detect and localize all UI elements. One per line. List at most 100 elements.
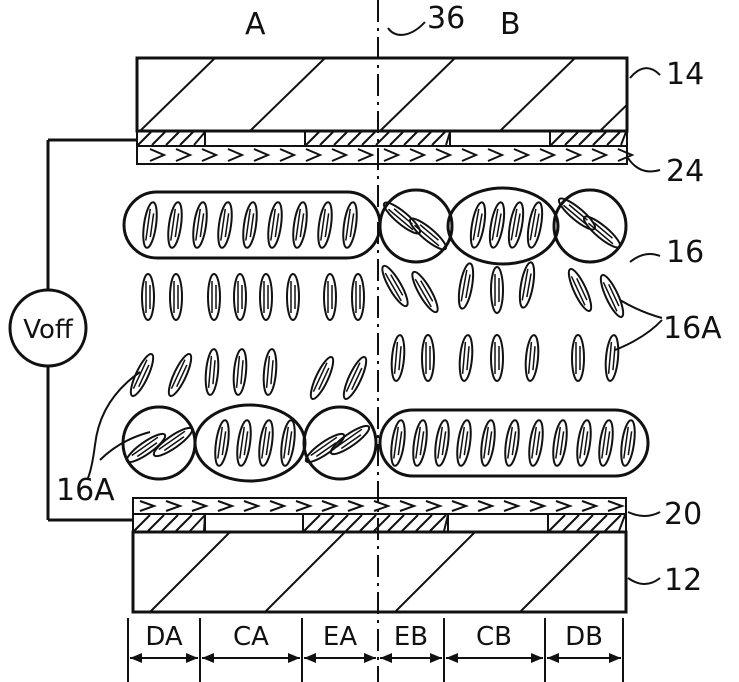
electrode-hatch: [607, 132, 620, 145]
lc-molecule: [604, 335, 620, 382]
lc-layer-label: 16: [666, 235, 704, 270]
electrode-hatch: [362, 132, 375, 145]
electrode-hatch: [332, 515, 348, 531]
alignment-chevron: [218, 501, 232, 511]
voltage-label: Voff: [23, 315, 74, 345]
arrow-head: [380, 653, 392, 663]
electrode-hatch: [134, 515, 150, 531]
alignment-chevron: [254, 149, 268, 161]
arrow-head: [130, 653, 142, 663]
alignment-chevron: [452, 501, 466, 511]
electrode-hatch: [176, 515, 192, 531]
electrode-hatch: [551, 132, 564, 145]
lc-molecule: [142, 274, 154, 320]
alignment-chevron: [462, 149, 476, 161]
arrow-head: [186, 653, 198, 663]
electrode-hatch: [320, 132, 333, 145]
alignment-chevron: [478, 501, 492, 511]
lc-molecule: [191, 201, 209, 248]
lower-substrate-label: 12: [664, 563, 702, 598]
lc-molecule: [491, 267, 503, 313]
electrode-hatch: [360, 515, 376, 531]
lc-molecule: [287, 274, 299, 320]
lc-molecule: [213, 419, 231, 466]
upper-alignment-label: 24: [666, 154, 704, 189]
electrode-hatch: [418, 132, 431, 145]
lc-molecule: [260, 274, 272, 320]
lc-molecule: [491, 335, 503, 381]
arrow-head: [531, 653, 543, 663]
lc-molecule: [316, 201, 334, 248]
lc-molecule: [479, 419, 497, 466]
lc-molecule: [408, 269, 441, 315]
lc-molecule: [340, 355, 370, 402]
lc-molecule: [241, 201, 259, 248]
lc-molecule: [341, 201, 359, 248]
alignment-chevron: [202, 149, 216, 161]
electrode-hatch: [591, 515, 607, 531]
lc-molecule: [456, 262, 476, 309]
lc-molecule: [141, 201, 159, 248]
electrode-hatch: [194, 132, 205, 145]
alignment-chevron: [530, 501, 544, 511]
electrode-hatch: [621, 132, 626, 145]
electrode-hatch: [563, 515, 579, 531]
leader-16a-right-2: [615, 320, 662, 350]
alignment-chevron: [140, 501, 154, 511]
electrode-hatch: [348, 132, 361, 145]
alignment-chevron: [400, 501, 414, 511]
alignment-chevron: [306, 149, 320, 161]
alignment-chevron: [410, 149, 424, 161]
alignment-chevron: [322, 501, 336, 511]
alignment-chevron: [192, 501, 206, 511]
lower-electrode-layer: [133, 498, 626, 532]
alignment-chevron: [436, 149, 450, 161]
alignment-chevron: [358, 149, 372, 161]
molecules-label-right: 16A: [663, 311, 722, 346]
lc-molecule: [166, 201, 184, 248]
electrode-hatch: [390, 132, 403, 145]
lc-molecule: [506, 201, 526, 248]
leader-12: [628, 578, 660, 584]
lc-molecule: [458, 335, 474, 382]
alignment-chevron: [592, 149, 606, 161]
lc-molecule: [216, 201, 234, 248]
alignment-chevron: [166, 501, 180, 511]
electrode-hatch: [404, 132, 417, 145]
lc-molecule: [279, 419, 297, 466]
alignment-chevron: [556, 501, 570, 511]
lc-molecule: [556, 195, 599, 234]
arrow-head: [304, 653, 316, 663]
lc-molecule: [352, 274, 364, 320]
lc-molecule: [324, 274, 336, 320]
alignment-chevron: [384, 149, 398, 161]
electrode-hatch: [577, 515, 593, 531]
electrode-hatch: [166, 132, 179, 145]
arrow-head: [446, 653, 458, 663]
electrode-hatch: [593, 132, 606, 145]
lc-molecule: [389, 419, 407, 466]
electrode-hatch: [148, 515, 164, 531]
electrode-hatch: [416, 515, 432, 531]
electrode-hatch: [306, 132, 319, 145]
electrode-hatch: [162, 515, 178, 531]
lc-molecule: [597, 273, 627, 320]
arrow-head: [430, 653, 442, 663]
electrode-hatch: [152, 132, 165, 145]
alignment-chevron: [348, 501, 362, 511]
lc-molecule: [433, 419, 451, 466]
domain-label-db: DB: [565, 622, 603, 652]
lc-molecule: [487, 201, 507, 248]
region-b-label: B: [500, 7, 521, 42]
alignment-chevron: [150, 149, 164, 161]
arrow-head: [609, 653, 621, 663]
alignment-chevron: [228, 149, 242, 161]
molecules-label-left: 16A: [56, 473, 115, 508]
lc-molecule: [266, 201, 284, 248]
electrode-hatch: [138, 132, 151, 145]
alignment-chevron: [582, 501, 596, 511]
electrode-hatch: [402, 515, 418, 531]
arrow-head: [202, 653, 214, 663]
domain-dimension-lines: [128, 618, 623, 682]
lower-substrate-12: [133, 532, 626, 612]
